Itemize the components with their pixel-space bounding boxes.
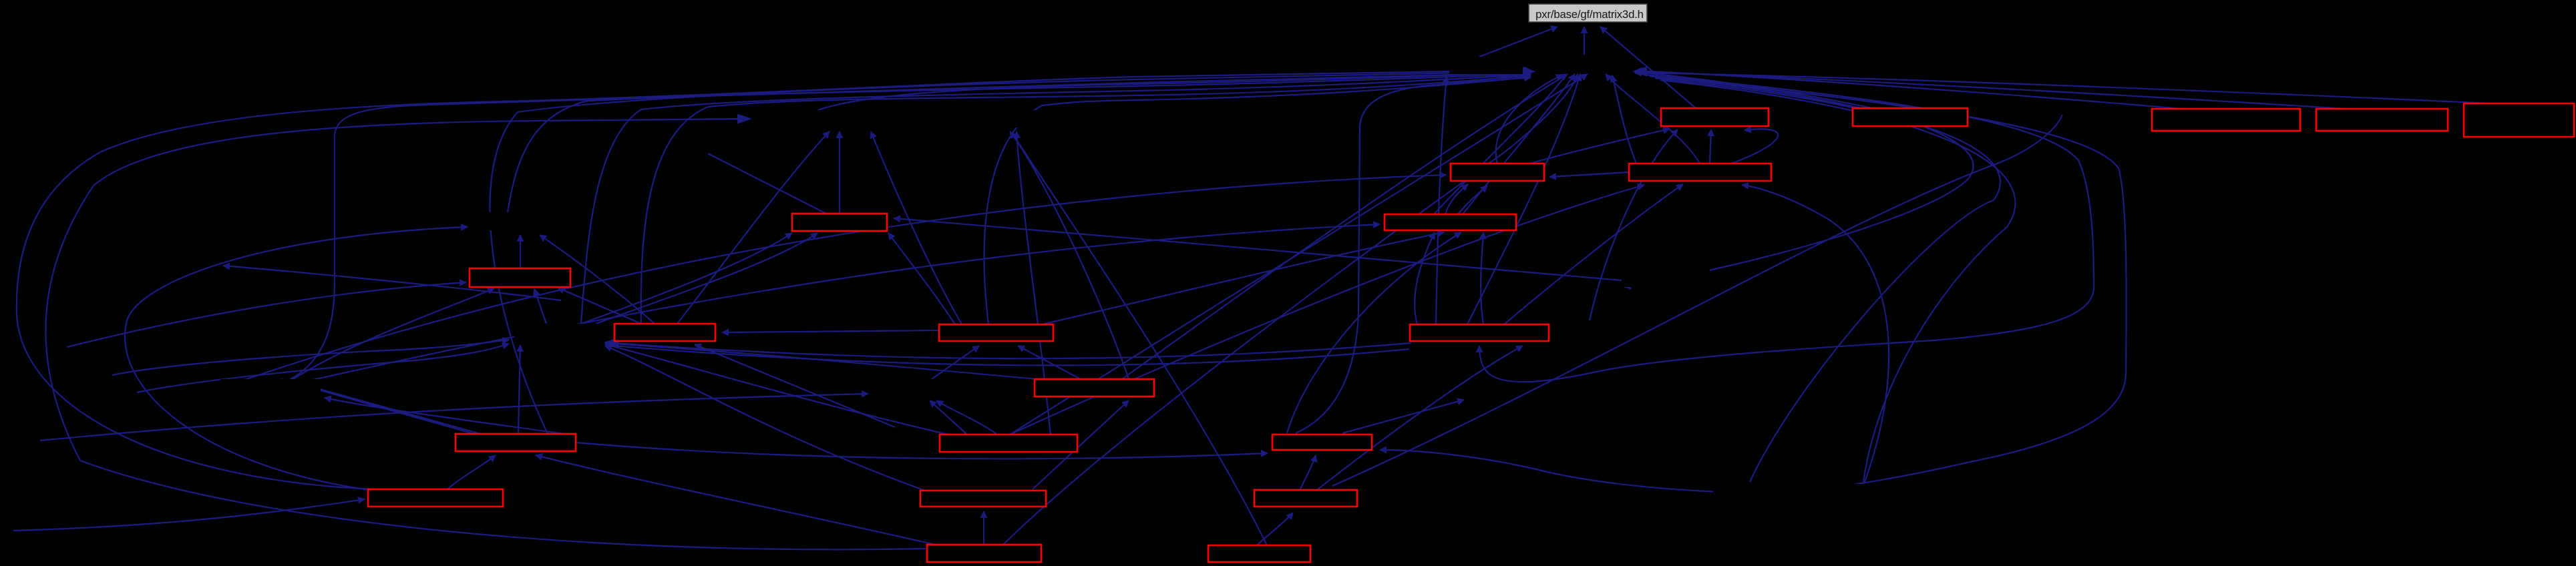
svg-text:pxr/base/gf/matrix3d.h: pxr/base/gf/matrix3d.h xyxy=(1535,8,1644,21)
